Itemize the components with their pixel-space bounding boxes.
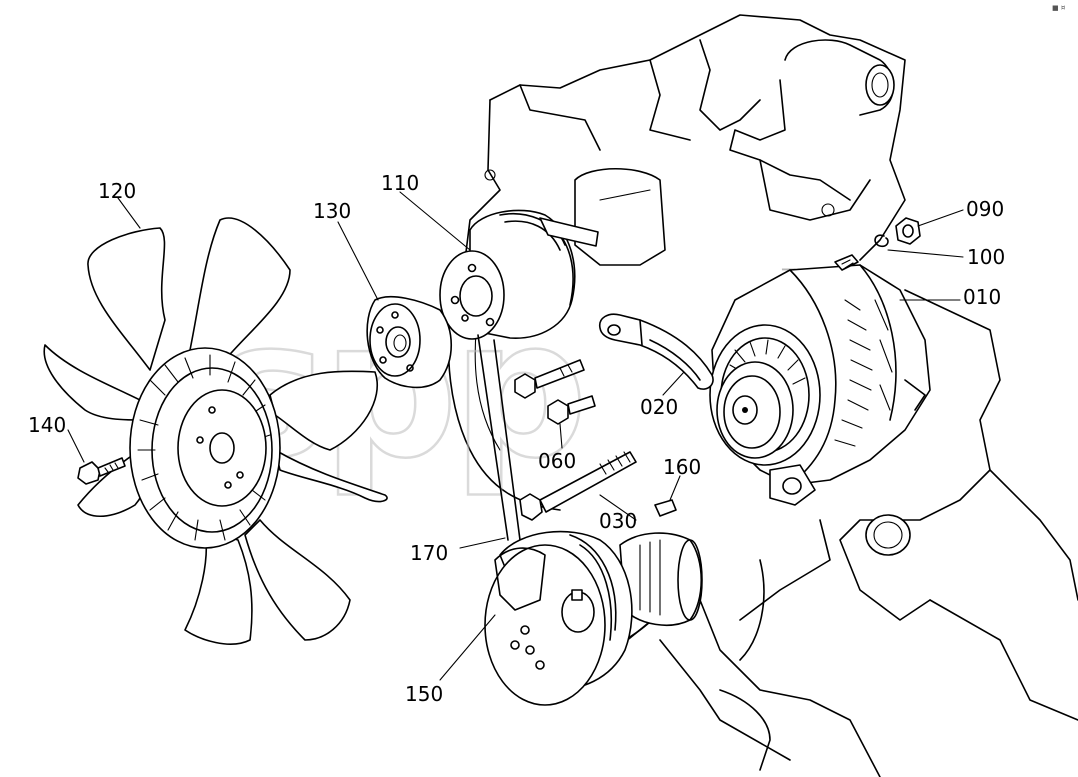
lock-washer xyxy=(874,234,889,248)
callout-110: 110 xyxy=(381,171,419,195)
callout-030: 030 xyxy=(599,509,637,533)
engine-block xyxy=(447,14,1078,777)
callout-140: 140 xyxy=(28,413,66,437)
callout-010: 010 xyxy=(963,285,1001,309)
fan-bolt xyxy=(77,457,126,485)
crankshaft-pulley xyxy=(484,530,703,706)
callout-170: 170 xyxy=(410,541,448,565)
bolt xyxy=(514,359,596,425)
fan-spacer xyxy=(366,296,452,389)
nut xyxy=(895,217,921,245)
callout-020: 020 xyxy=(640,395,678,419)
cooling-fan xyxy=(43,217,388,645)
long-bolt xyxy=(519,451,637,521)
alternator-stay xyxy=(598,313,714,390)
callout-060: 060 xyxy=(538,449,576,473)
callout-100: 100 xyxy=(967,245,1005,269)
corner-code: ■ ¤ xyxy=(1052,4,1066,12)
alternator xyxy=(709,254,931,506)
callout-160: 160 xyxy=(663,455,701,479)
callout-090: 090 xyxy=(966,197,1004,221)
key xyxy=(654,499,677,517)
leader-lines xyxy=(67,191,964,681)
callout-150: 150 xyxy=(405,682,443,706)
callout-labels: 010 020 030 060 090 100 110 120 130 140 … xyxy=(28,171,1005,706)
callout-120: 120 xyxy=(98,179,136,203)
callout-130: 130 xyxy=(313,199,351,223)
fan-pulley xyxy=(439,209,599,340)
